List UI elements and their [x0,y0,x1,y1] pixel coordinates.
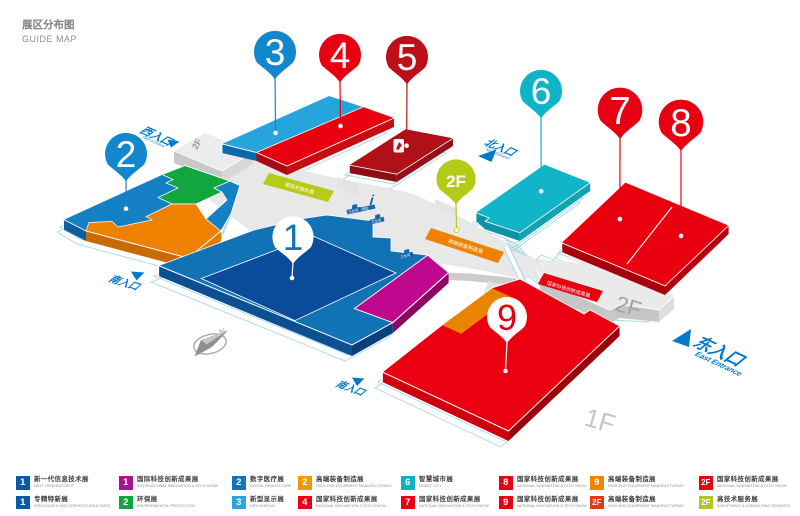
svg-text:8: 8 [670,102,691,145]
svg-text:问询处: 问询处 [358,205,370,212]
svg-text:9: 9 [497,297,517,338]
svg-text:7: 7 [609,90,630,133]
svg-text:4: 4 [330,35,351,76]
svg-text:卫生间: 卫生间 [371,217,383,224]
svg-text:N: N [218,326,227,337]
svg-text:1: 1 [283,217,304,258]
svg-text:2: 2 [116,134,137,175]
svg-text:南入口: 南入口 [333,379,370,398]
svg-text:i: i [367,193,375,209]
svg-text:6: 6 [531,71,552,112]
svg-text:卫生间: 卫生间 [400,252,412,259]
svg-text:5: 5 [397,37,418,78]
svg-text:卫生间: 卫生间 [348,207,360,214]
svg-text:2F: 2F [446,172,466,191]
svg-text:1F: 1F [581,402,618,439]
svg-text:3: 3 [265,32,286,73]
svg-text:2F: 2F [190,137,204,151]
